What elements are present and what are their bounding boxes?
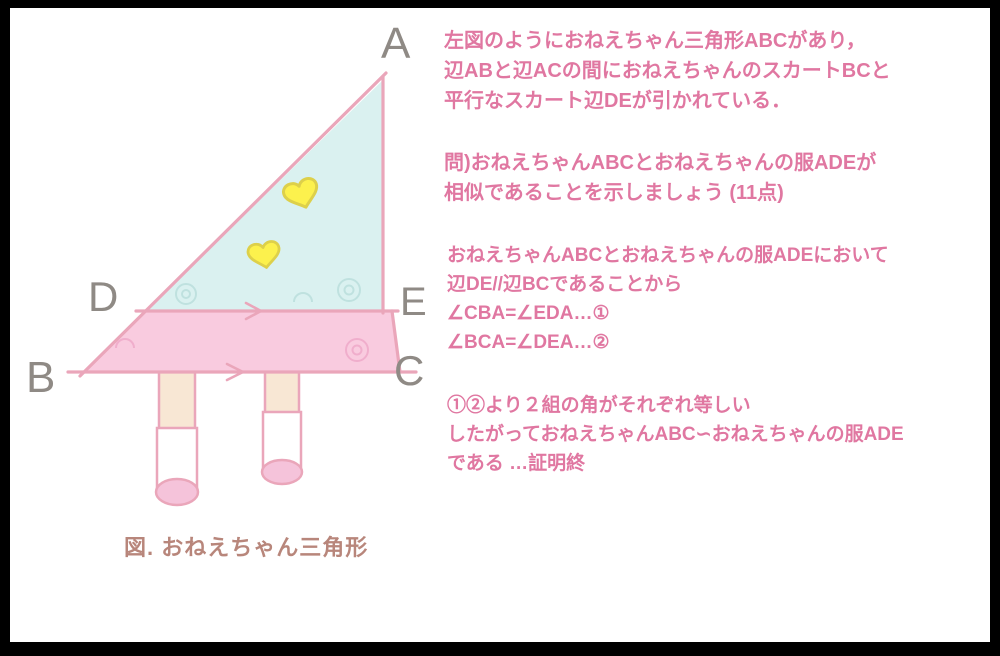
left-leg [154,364,200,507]
parallel-mark-de [244,301,263,321]
vertex-label-d: D [88,273,119,320]
proof-line-1: おねえちゃんABCとおねえちゃんの服ADEにおいて [447,245,889,266]
intro-line-1: 左図のようにおねえちゃん三角形ABCがあり， [444,30,866,52]
skirt-right-edge [390,309,402,374]
figure-caption: 図. おねえちゃん三角形 [124,535,369,560]
right-leg [260,364,304,486]
intro-paragraph: 左図のようにおねえちゃん三角形ABCがあり， 辺ABと辺ACの間におねえちゃんの… [444,26,891,116]
intro-line-3: 平行なスカート辺DEが引かれている． [444,90,792,112]
edge-ab [78,71,388,378]
skirt-swirl-decorations [115,338,369,362]
skirt-region [84,311,400,372]
question-line-1: 問)おねえちゃんABCとおねえちゃんの服ADEが [444,152,877,174]
proof-paragraph: おねえちゃんABCとおねえちゃんの服ADEにおいて 辺DE//辺BCであることか… [447,241,889,357]
proof-line-3: ∠CBA=∠EDA…① [447,303,610,324]
vertex-label-a: A [381,19,411,68]
proof-line-4: ∠BCA=∠DEA…② [447,332,610,353]
heart-icon [282,177,319,209]
proof-line-2: 辺DE//辺BCであることから [447,274,683,295]
conclusion-line-2: したがっておねえちゃんABC∽おねえちゃんの服ADE [447,424,904,445]
vertex-label-c: C [394,347,425,394]
heart-icon [246,240,281,269]
question-paragraph: 問)おねえちゃんABCとおねえちゃんの服ADEが 相似であることを示しましょう … [444,148,876,208]
question-line-2: 相似であることを示しましょう (11点) [444,182,784,204]
parallel-mark-chevrons [225,301,263,382]
parallel-mark-bc [225,362,245,382]
triangle-edges [66,71,418,378]
shirt-swirl-decorations [175,278,361,305]
conclusion-paragraph: ①②より２組の角がそれぞれ等しい したがっておねえちゃんABC∽おねえちゃんの服… [447,391,904,478]
conclusion-line-3: である …証明終 [447,453,586,474]
vertex-label-e: E [400,280,427,324]
conclusion-line-1: ①②より２組の角がそれぞれ等しい [447,395,751,416]
vertex-label-b: B [26,353,56,402]
intro-line-2: 辺ABと辺ACの間におねえちゃんのスカートBCと [444,60,891,82]
